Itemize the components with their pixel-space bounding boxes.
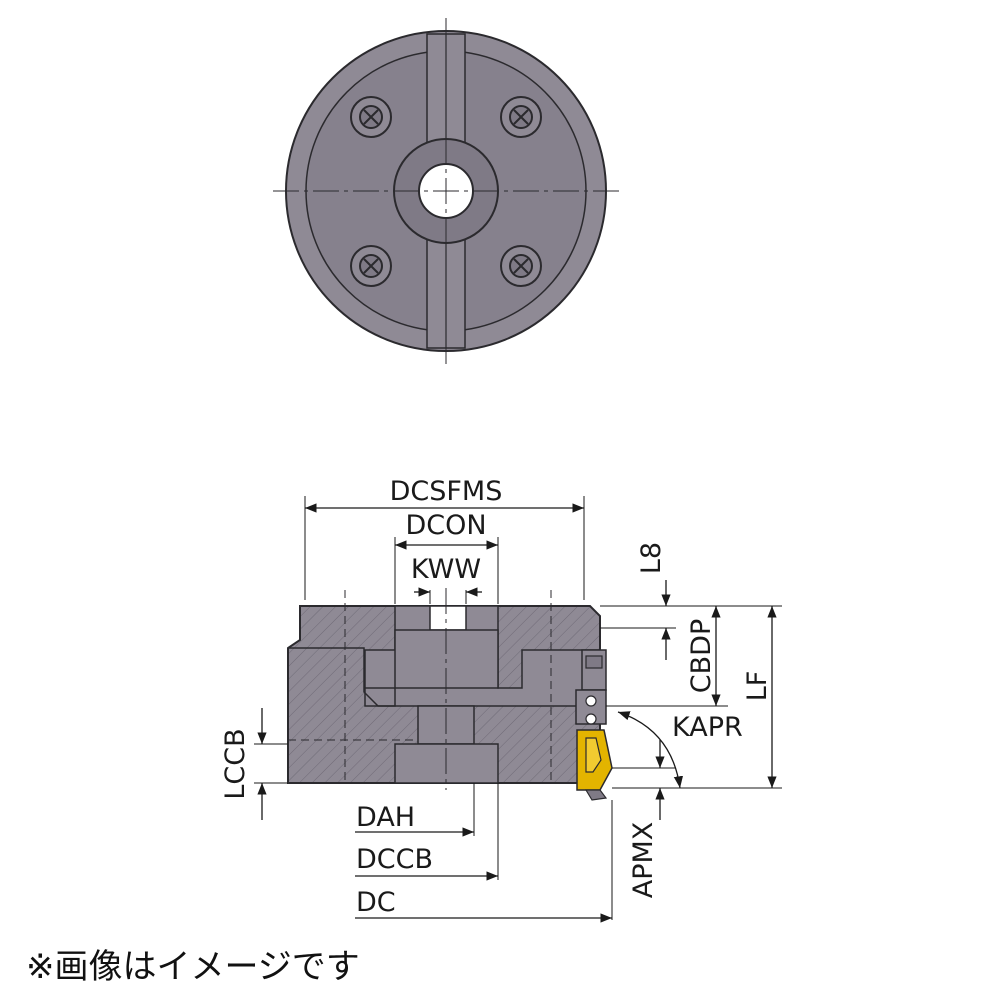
kapr-arc [617,711,684,789]
top-view [273,18,622,366]
screw-hole-icon [350,96,392,138]
lf-label: LF [742,671,773,702]
insert-cartridge [575,649,613,801]
dc-label: DC [356,887,396,918]
screw-hole-icon [500,96,542,138]
screw-hole-icon [500,245,542,287]
dcsfms-label: DCSFMS [390,476,503,507]
dah-label: DAH [356,802,415,833]
key-slot [429,605,467,631]
apmx-label: APMX [628,822,659,899]
screw-hole-icon [350,245,392,287]
section-view: DCSFMS DCON KWW L8 CBDP LF KAPR LCCB APM… [220,476,782,923]
cbdp-label: CBDP [686,619,717,693]
dccb-label: DCCB [356,844,433,875]
l8-label: L8 [636,542,667,574]
lccb-label: LCCB [220,728,251,799]
dcon-label: DCON [405,510,486,541]
kww-label: KWW [411,554,481,585]
extension-lines [254,496,782,920]
left-counterbore [288,647,396,707]
kapr-label: KAPR [672,712,743,743]
dimension-lines [257,503,777,923]
image-note: ※画像はイメージです [26,947,360,987]
